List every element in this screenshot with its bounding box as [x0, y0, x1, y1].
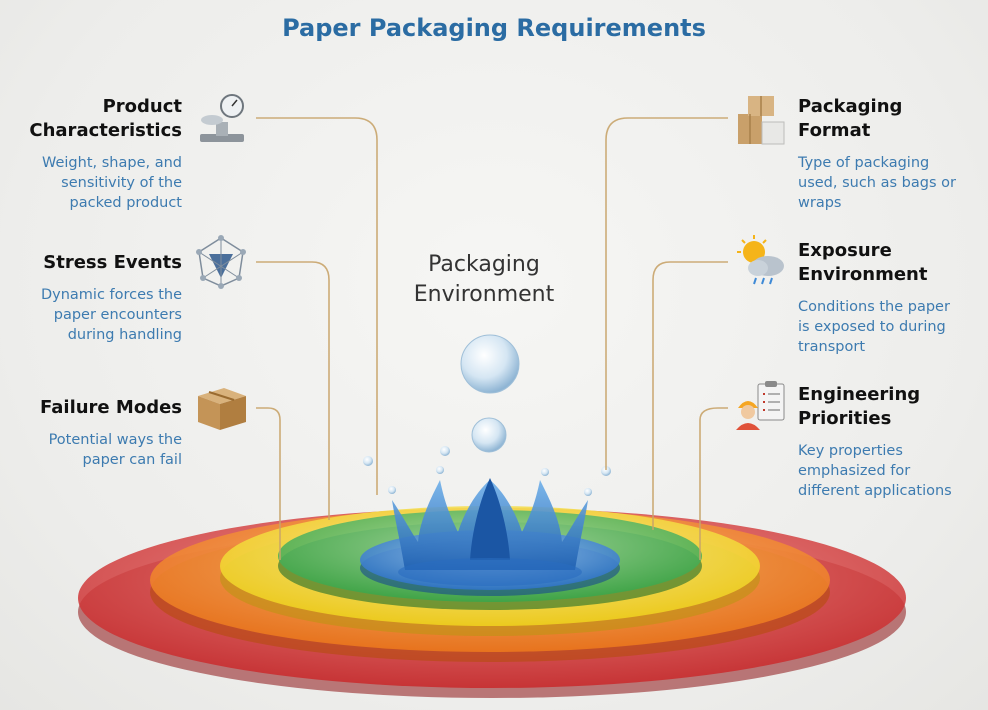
- factor-failure-modes: Failure Modes Potential ways the paper c…: [0, 396, 182, 470]
- droplet-small: [471, 417, 507, 453]
- factor-title: Exposure Environment: [798, 240, 928, 285]
- connector-stress: [256, 261, 330, 520]
- factor-title: Failure Modes: [40, 397, 182, 418]
- factor-description: Potential ways the paper can fail: [48, 432, 182, 468]
- engineer-clipboard-icon: [736, 381, 785, 430]
- factor-title: Engineering Priorities: [798, 384, 921, 429]
- packages-icon: [738, 96, 785, 145]
- factor-description: Key properties emphasized for different …: [798, 443, 952, 499]
- factor-engineering-priorities: Engineering Priorities Key properties em…: [798, 383, 988, 501]
- weather-icon: [737, 235, 784, 285]
- factor-description: Conditions the paper is exposed to durin…: [798, 299, 950, 355]
- water-splash: [363, 446, 611, 586]
- factor-title: Stress Events: [43, 252, 182, 273]
- connector-failure: [256, 407, 281, 560]
- center-label-line1: Packaging: [428, 252, 540, 277]
- factor-description: Type of packaging used, such as bags or …: [798, 155, 956, 211]
- factor-title: Product Characteristics: [29, 96, 182, 141]
- box-icon: [198, 388, 246, 430]
- factor-description: Dynamic forces the paper encounters duri…: [40, 287, 182, 343]
- connector-exposure: [652, 261, 728, 530]
- factor-stress-events: Stress Events Dynamic forces the paper e…: [0, 251, 182, 345]
- factor-product-characteristics: Product Characteristics Weight, shape, a…: [0, 95, 182, 213]
- connector-engineering: [699, 407, 728, 560]
- factor-description: Weight, shape, and sensitivity of the pa…: [42, 155, 182, 211]
- page-title: Paper Packaging Requirements: [282, 14, 706, 42]
- scale-icon: [200, 94, 244, 142]
- factor-packaging-format: Packaging Format Type of packaging used,…: [798, 95, 988, 213]
- center-label-line2: Environment: [413, 282, 555, 307]
- connector-product: [256, 117, 378, 495]
- center-label: Packaging Environment: [384, 250, 584, 310]
- droplet-large: [460, 334, 520, 394]
- connector-format: [605, 117, 728, 470]
- factor-title: Packaging Format: [798, 96, 903, 141]
- network-icon: [196, 235, 246, 289]
- factor-exposure-environment: Exposure Environment Conditions the pape…: [798, 239, 988, 357]
